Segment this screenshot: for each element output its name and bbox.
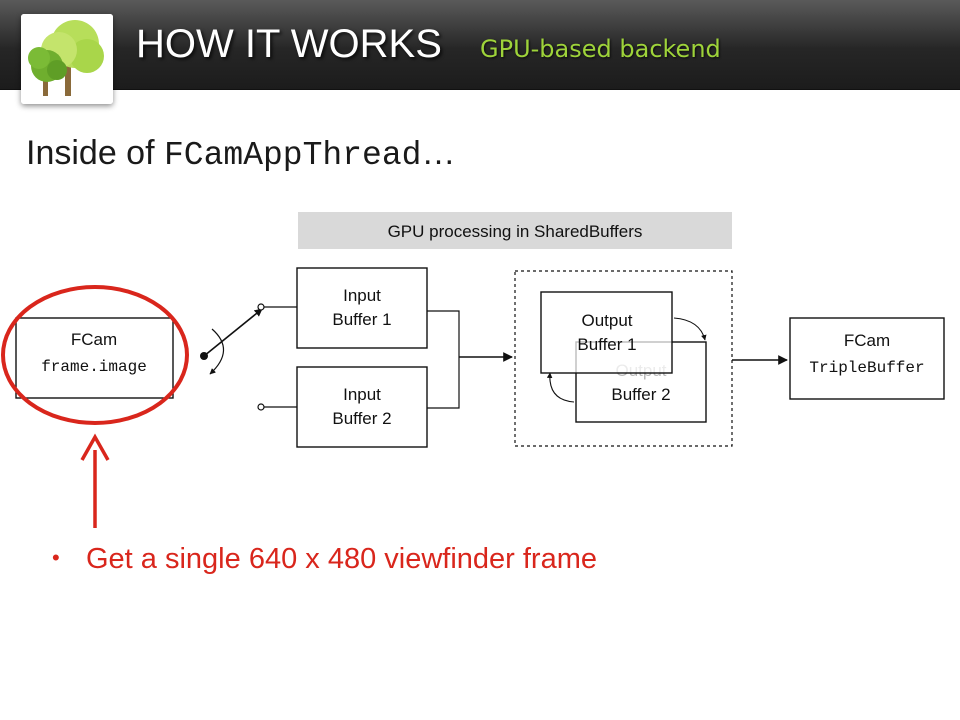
highlight-ellipse — [1, 285, 189, 425]
input-buffer-1-label-1: Input — [343, 286, 381, 305]
source-label-2: frame.image — [41, 358, 147, 376]
merge-line-1 — [427, 310, 460, 409]
output-buffer-1-label-2: Buffer 1 — [577, 335, 636, 354]
input-buffer-2-label-2: Buffer 2 — [332, 409, 391, 428]
source-label-1: FCam — [71, 330, 117, 349]
slide-title: HOW IT WORKS — [136, 22, 442, 66]
heading-code: FCamAppThread — [163, 137, 422, 174]
input-buffer-1-box — [296, 267, 428, 349]
highlight-arrowhead — [80, 433, 110, 461]
output-buffer-2-label-2: Buffer 2 — [611, 385, 670, 404]
input-buffer-1-label-2: Buffer 1 — [332, 310, 391, 329]
switch-terminal-1 — [257, 303, 265, 311]
source-box — [15, 317, 174, 399]
output-buffer-1-label-1: Output — [581, 311, 632, 330]
bullet-text: Get a single 640 x 480 viewfinder frame — [86, 543, 597, 575]
input-buffer-2-box — [296, 366, 428, 448]
banner-label: GPU processing in SharedBuffers — [388, 222, 643, 241]
switch-line — [203, 308, 263, 357]
bullet-dot-icon: • — [52, 545, 60, 570]
heading-suffix: … — [421, 134, 456, 172]
section-heading: Inside of FCamAppThread… — [26, 134, 455, 174]
dest-label-2: TripleBuffer — [809, 359, 924, 377]
switch-terminal-2 — [257, 403, 265, 411]
output-buffer-1-box — [540, 291, 673, 374]
swap-arrow-top — [673, 317, 707, 341]
tree-logo-icon — [21, 14, 113, 104]
input-buffer-2-label-1: Input — [343, 385, 381, 404]
swap-arrow-bottom — [546, 372, 575, 403]
bullet-item: • Get a single 640 x 480 viewfinder frame — [52, 543, 597, 576]
gpu-container — [514, 270, 733, 447]
banner-box — [298, 212, 732, 249]
slide-subtitle: GPU-based backend — [480, 35, 721, 63]
switch-rotate-arrow — [209, 328, 225, 375]
dest-label-1: FCam — [844, 331, 890, 350]
header-bar — [0, 0, 960, 90]
heading-prefix: Inside of — [26, 134, 164, 172]
dest-box — [789, 317, 945, 400]
